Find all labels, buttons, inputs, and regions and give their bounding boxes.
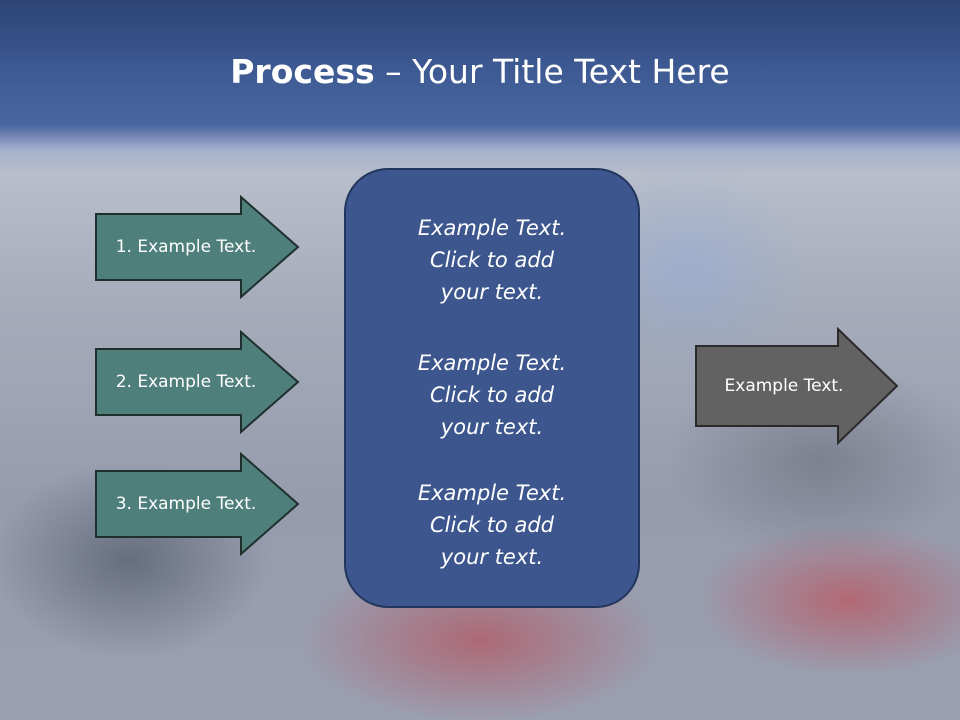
arrow-2-label: 2. Example Text. [115, 372, 257, 392]
block-3-line-3: your text. [440, 545, 544, 569]
block-3-line-2: Click to add [429, 513, 554, 537]
arrow-3-label: 3. Example Text. [115, 494, 257, 514]
right-arrow-shape [95, 330, 300, 434]
block-2-line-1: Example Text. [417, 351, 567, 375]
title-rest: – Your Title Text Here [374, 52, 730, 91]
output-arrow-label: Example Text. [724, 376, 844, 396]
process-arrow-1[interactable]: 1. Example Text. [95, 195, 300, 299]
block-1-line-2: Click to add [429, 248, 554, 272]
block-1-line-1: Example Text. [417, 216, 567, 240]
center-text-block-2[interactable]: Example Text. Click to add your text. [344, 347, 640, 443]
block-3-line-1: Example Text. [417, 481, 567, 505]
right-arrow-shape [95, 452, 300, 556]
process-arrow-2[interactable]: 2. Example Text. [95, 330, 300, 434]
center-text-block-3[interactable]: Example Text. Click to add your text. [344, 477, 640, 573]
title-band [0, 0, 960, 175]
slide-title: Process – Your Title Text Here [0, 52, 960, 91]
block-2-line-3: your text. [440, 415, 544, 439]
center-text-box[interactable] [344, 168, 640, 608]
right-arrow-shape [95, 195, 300, 299]
right-arrow-shape [695, 327, 899, 445]
block-2-line-2: Click to add [429, 383, 554, 407]
center-text-block-1[interactable]: Example Text. Click to add your text. [344, 212, 640, 308]
arrow-1-label: 1. Example Text. [115, 237, 257, 257]
title-bold: Process [230, 52, 375, 91]
block-1-line-3: your text. [440, 280, 544, 304]
process-arrow-3[interactable]: 3. Example Text. [95, 452, 300, 556]
output-arrow[interactable]: Example Text. [695, 327, 900, 445]
